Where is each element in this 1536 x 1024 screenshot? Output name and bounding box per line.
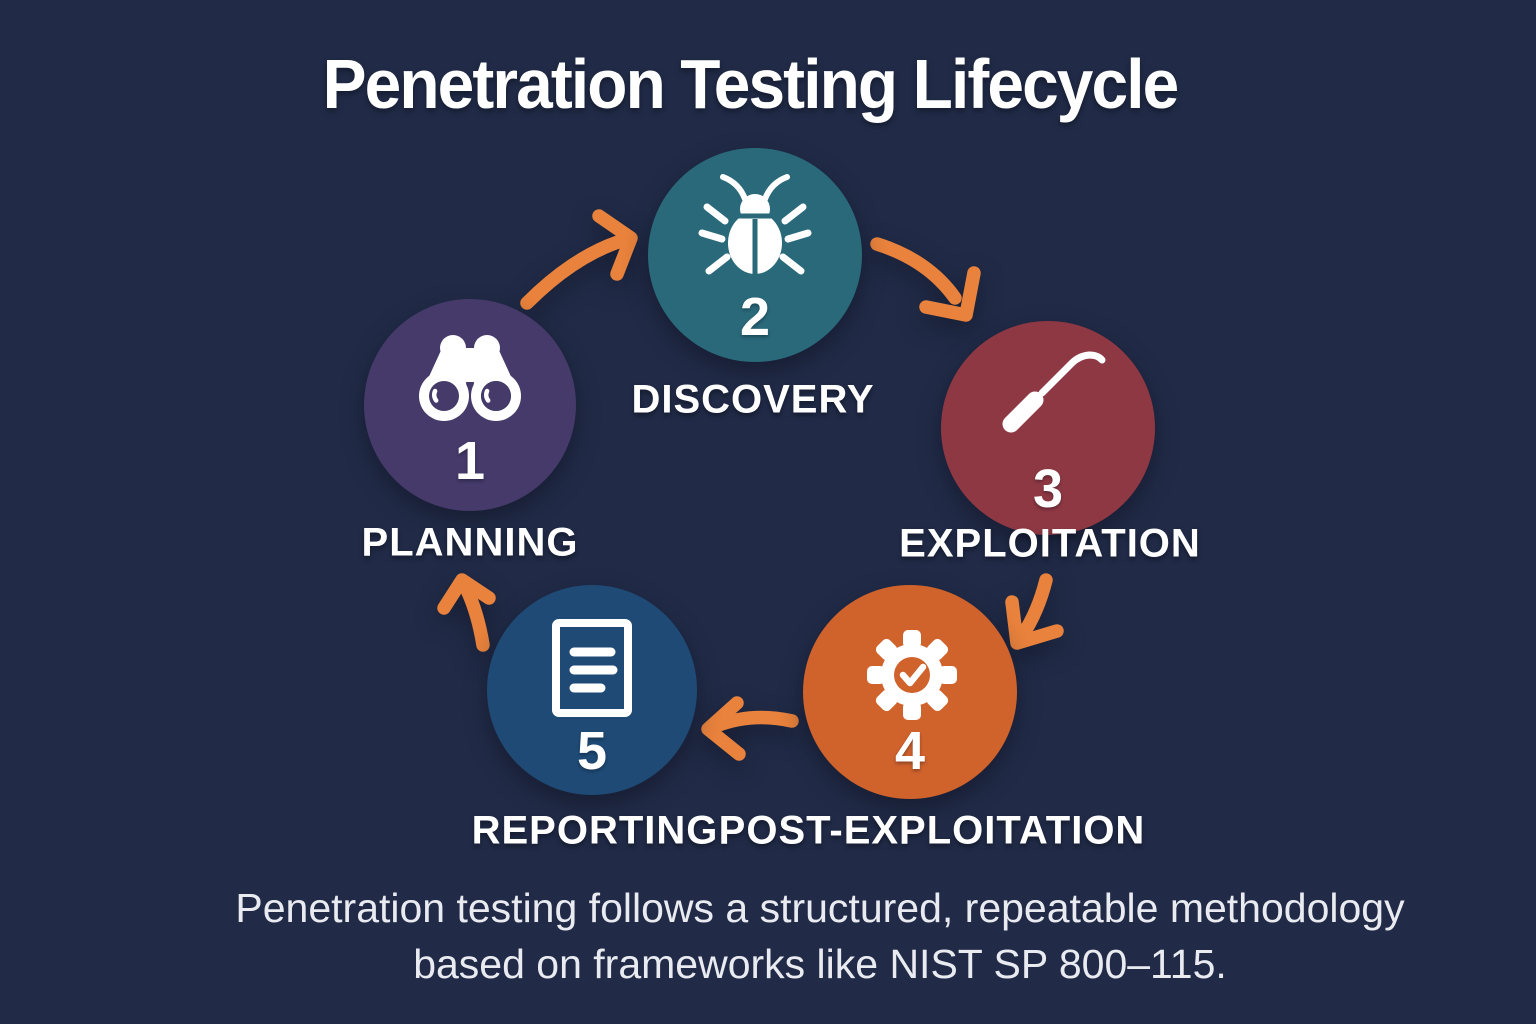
step-circle-planning xyxy=(364,299,576,511)
step-number-post-exploitation: 4 xyxy=(894,721,926,781)
caption-line-2: based on frameworks like NIST SP 800–115… xyxy=(413,941,1227,987)
binoculars-icon xyxy=(419,335,521,421)
arrow-reporting-to-planning xyxy=(437,573,496,652)
step-label-planning: PLANNING xyxy=(361,520,579,565)
arrow-planning-to-discovery xyxy=(520,209,638,310)
footer-caption: Penetration testing follows a structured… xyxy=(104,880,1536,992)
arrow-post-to-reporting xyxy=(701,696,799,761)
step-number-reporting: 5 xyxy=(576,721,608,781)
step-circle-exploitation xyxy=(941,321,1155,535)
caption-line-1: Penetration testing follows a structured… xyxy=(235,885,1405,931)
step-label-reporting: REPORTING xyxy=(471,808,719,853)
step-number-discovery: 2 xyxy=(739,287,771,347)
report-document-icon xyxy=(552,619,632,717)
step-label-discovery: DISCOVERY xyxy=(631,377,875,422)
arrow-discovery-to-exploitation xyxy=(870,237,981,322)
step-number-planning: 1 xyxy=(454,431,486,491)
probe-tool-icon xyxy=(1002,351,1106,433)
arrow-exploitation-to-post xyxy=(1005,573,1064,650)
page-title: Penetration Testing Lifecycle xyxy=(322,45,1180,123)
step-number-exploitation: 3 xyxy=(1032,459,1064,519)
bug-icon xyxy=(698,174,812,275)
step-label-exploitation: EXPLOITATION xyxy=(899,521,1201,566)
gear-check-icon xyxy=(867,630,957,720)
checkmark-icon xyxy=(899,663,927,687)
step-label-post-exploitation: POST-EXPLOITATION xyxy=(718,808,1146,853)
